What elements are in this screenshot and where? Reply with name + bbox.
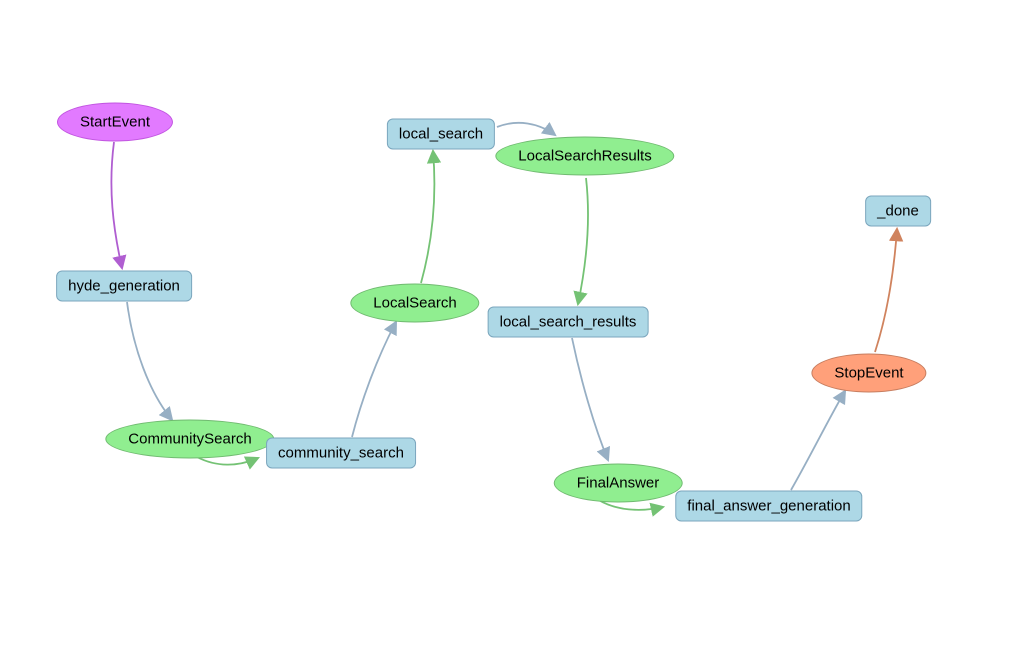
node-done[interactable]: _done — [865, 195, 931, 227]
edge-localsearch-to-local-search — [420, 148, 442, 284]
node-final-answer-generation[interactable]: final_answer_generation — [675, 490, 863, 522]
node-localsearch[interactable]: LocalSearch — [350, 283, 480, 323]
edge-local-search-results-to-finalanswer — [571, 337, 610, 462]
edge-startevent-to-hyde-generation — [110, 141, 127, 271]
node-local-search-results[interactable]: local_search_results — [487, 306, 649, 338]
edge-stopevent-to-done — [874, 226, 904, 353]
node-finalanswer[interactable]: FinalAnswer — [553, 463, 683, 503]
node-community-search[interactable]: community_search — [266, 437, 416, 469]
node-startevent[interactable]: StartEvent — [56, 102, 174, 142]
node-local-search[interactable]: local_search — [386, 118, 496, 150]
edge-local-search-to-localsearchresults — [496, 121, 557, 137]
node-stopevent[interactable]: StopEvent — [811, 353, 927, 393]
edge-communitysearch-to-community-search — [196, 456, 260, 470]
node-communitysearch[interactable]: CommunitySearch — [105, 419, 275, 459]
node-hyde-generation[interactable]: hyde_generation — [56, 270, 192, 302]
edge-localsearchresults-to-local-search-results — [573, 177, 589, 307]
node-localsearchresults[interactable]: LocalSearchResults — [495, 136, 675, 176]
edge-hyde-generation-to-communitysearch — [126, 301, 174, 422]
edge-final-answer-generation-to-stopevent — [790, 389, 847, 491]
edge-community-search-to-localsearch — [351, 320, 398, 438]
